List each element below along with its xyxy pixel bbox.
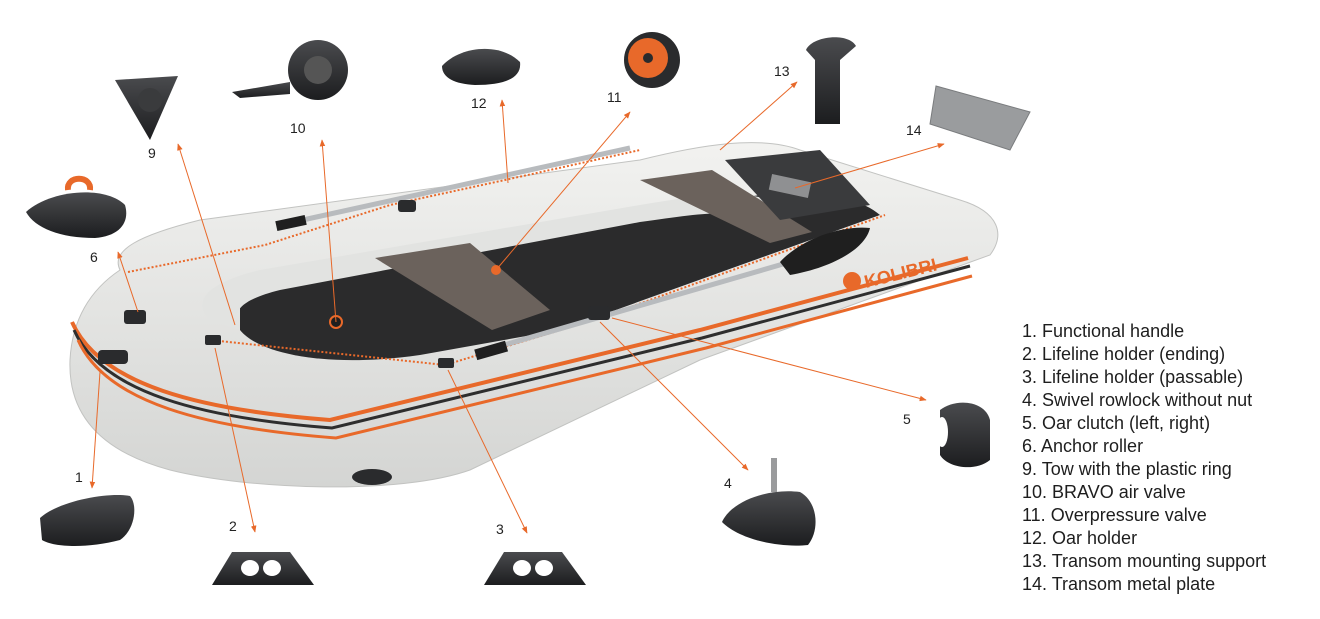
callout-9: 9 <box>148 145 156 161</box>
legend-item: 11. Overpressure valve <box>1022 505 1207 525</box>
bench-seat-front <box>375 243 550 330</box>
legend-item: 1. Functional handle <box>1022 321 1185 341</box>
legend-item: 2. Lifeline holder (ending) <box>1022 344 1226 364</box>
leader-lines <box>89 81 945 534</box>
parts-legend: 1. Functional handle 2. Lifeline holder … <box>1022 320 1266 596</box>
part-lifeline-holder-ending <box>212 552 314 585</box>
transom-plate-on-boat <box>768 174 812 198</box>
leader-6 <box>117 251 139 313</box>
hull-stripe-dark <box>72 264 971 430</box>
legend-item: 9. Tow with the plastic ring <box>1022 459 1232 479</box>
callout-13: 13 <box>774 63 790 79</box>
bench-seat-rear <box>640 170 812 243</box>
hull-stripe-orange <box>70 256 969 423</box>
legend-item: 3. Lifeline holder (passable) <box>1022 367 1244 387</box>
legend-item: 4. Swivel rowlock without nut <box>1022 390 1253 410</box>
leader-9 <box>177 143 236 326</box>
oar-grip-port <box>275 214 307 232</box>
oar-shaft-starboard <box>479 259 791 355</box>
lifeline-holder-on-boat-1 <box>205 335 221 345</box>
legend-item: 13. Transom mounting support <box>1022 551 1267 571</box>
anchor-roller-on-boat <box>124 310 146 324</box>
oar-grip-starboard <box>474 340 509 361</box>
callout-14: 14 <box>906 122 922 138</box>
part-swivel-rowlock <box>722 458 816 546</box>
part-transom-mounting-support <box>806 37 856 124</box>
part-functional-handle <box>40 494 135 546</box>
callout-3: 3 <box>496 521 504 537</box>
callout-10: 10 <box>290 120 306 136</box>
leader-12 <box>499 99 509 184</box>
legend-item: 14. Transom metal plate <box>1022 574 1216 594</box>
leader-3 <box>447 369 528 534</box>
leader-4 <box>599 321 749 471</box>
rowlock-on-boat <box>588 306 610 320</box>
hull-stripe-orange-2 <box>76 274 973 440</box>
leader-5 <box>611 317 927 402</box>
oar-blade <box>780 227 870 275</box>
oar-holder-on-boat <box>398 200 416 212</box>
boat-floor <box>240 192 880 361</box>
oar-shaft-port <box>279 145 631 228</box>
leader-1 <box>89 371 101 489</box>
leader-11 <box>495 111 631 271</box>
part-transom-metal-plate <box>929 85 1031 151</box>
callout-4: 4 <box>724 475 732 491</box>
handle-on-boat <box>98 350 128 364</box>
lifeline-holder-on-boat-2 <box>438 358 454 368</box>
legend-item: 6. Anchor roller <box>1022 436 1144 456</box>
inflatable-boat: KOLIBRI <box>69 142 999 488</box>
part-oar-clutch <box>936 402 990 468</box>
leader-10 <box>319 139 337 323</box>
drain-on-hull <box>352 469 392 485</box>
callout-12: 12 <box>471 95 487 111</box>
part-tow-ring <box>115 76 178 140</box>
callout-2: 2 <box>229 518 237 534</box>
part-overpressure-valve <box>624 32 680 88</box>
leader-13 <box>719 81 798 151</box>
leader-2 <box>214 347 257 533</box>
lifeline-rope <box>127 149 641 273</box>
callout-1: 1 <box>75 469 83 485</box>
callout-6: 6 <box>90 249 98 265</box>
part-bravo-air-valve <box>232 40 348 100</box>
callout-5: 5 <box>903 411 911 427</box>
part-oar-holder <box>442 48 521 85</box>
part-anchor-roller <box>26 175 127 238</box>
legend-item: 12. Oar holder <box>1022 528 1138 548</box>
legend-item: 10. BRAVO air valve <box>1022 482 1186 502</box>
leader-14 <box>794 143 945 189</box>
callout-11: 11 <box>607 89 622 105</box>
part-lifeline-holder-passable <box>484 552 586 585</box>
legend-item: 5. Oar clutch (left, right) <box>1022 413 1211 433</box>
